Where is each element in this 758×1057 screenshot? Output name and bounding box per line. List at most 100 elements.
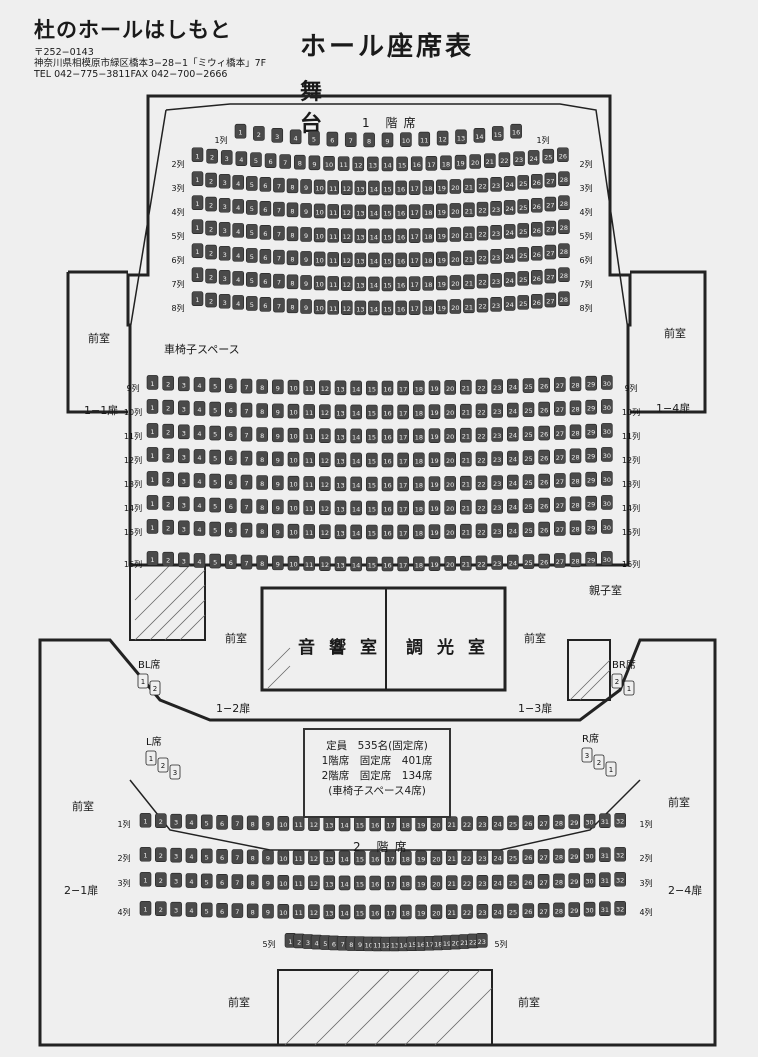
f1-row6-seat xyxy=(422,252,435,267)
f1-row7-seat-number: 4 xyxy=(236,276,240,284)
f2-row3-seat-number: 20 xyxy=(432,880,440,888)
f1-row14-seat xyxy=(303,500,315,515)
f2-row3-seat xyxy=(445,875,458,890)
f1-row2-seat xyxy=(279,154,291,169)
f1-row16-seat xyxy=(522,554,535,569)
f1-row16-seat xyxy=(538,553,550,569)
f1-row15-seat xyxy=(397,524,409,540)
f2-row2-seat xyxy=(614,846,626,862)
f1-row8-seat xyxy=(218,293,231,309)
f1-row7-seat-number: 27 xyxy=(546,274,554,282)
f2-row3-seat-number: 21 xyxy=(448,880,456,888)
f1-row5-seat xyxy=(517,223,530,238)
f1-row2-seat xyxy=(323,155,335,171)
f1-row3-seat-number: 26 xyxy=(533,179,541,187)
f1-row6-seat-number: 1 xyxy=(195,248,199,256)
f1-row6-seat xyxy=(517,247,530,262)
f1-row13-seat-number: 6 xyxy=(229,479,233,487)
f1-row14-seat xyxy=(350,500,362,516)
f1-row13-seat-number: 5 xyxy=(213,479,217,487)
f1-row10-seat-number: 25 xyxy=(524,407,532,415)
f1-row-label-left: 12列 xyxy=(124,455,142,465)
f1-row15-seat-number: 18 xyxy=(415,529,423,537)
f2-row4-seat xyxy=(338,904,351,920)
f1-row10-seat-number: 21 xyxy=(462,409,470,417)
f2-row3-seat-number: 7 xyxy=(235,879,239,887)
f1-row3-seat xyxy=(327,180,340,195)
f1-row14-seat xyxy=(178,496,190,512)
f2-row1-seat xyxy=(461,816,473,831)
wheelchair-space-label: 車椅子スペース xyxy=(164,343,240,356)
f1-row4-seat xyxy=(286,202,299,218)
f1-row14-seat xyxy=(585,495,597,511)
f1-row9-seat xyxy=(146,375,159,390)
f2-row4-seat-number: 4 xyxy=(189,907,193,915)
f1-row12-seat xyxy=(366,452,378,468)
f1-row8-seat-number: 9 xyxy=(304,304,308,312)
f1-row14-seat xyxy=(381,500,394,516)
f1-row15-seat-number: 6 xyxy=(229,527,233,535)
f1-row3-seat-number: 6 xyxy=(263,182,267,190)
f1-row5-seat xyxy=(476,225,489,241)
f1-row15-seat-number: 15 xyxy=(368,529,376,537)
f1-row7-seat-number: 1 xyxy=(195,272,199,280)
f1-row11-seat xyxy=(475,427,488,443)
hatching xyxy=(134,564,611,1046)
f1-row10-seat xyxy=(538,401,550,417)
f1-row5-seat-number: 16 xyxy=(397,233,405,241)
f1-row-label-left: 6列 xyxy=(171,255,184,265)
f1-row12-seat xyxy=(601,447,613,462)
f1-row3-seat-number: 2 xyxy=(209,178,213,186)
f1-row4-seat-number: 10 xyxy=(316,208,324,216)
f1-row14-seat-number: 13 xyxy=(336,505,344,513)
f1-row3-seat-number: 19 xyxy=(438,184,446,192)
f2-row2-seat xyxy=(200,848,213,864)
f1-row-label-right: 7列 xyxy=(579,279,592,289)
f2-row4-seat xyxy=(323,904,336,920)
f2-row4-seat xyxy=(507,903,519,919)
f1-row7-seat xyxy=(313,275,326,291)
f1-row14-seat-number: 15 xyxy=(368,505,376,513)
f2-row3-seat xyxy=(185,873,198,888)
f1-row13-seat-number: 11 xyxy=(305,481,313,489)
f1-row2-seat-number: 23 xyxy=(515,156,523,164)
f1-row12-seat-number: 18 xyxy=(415,457,423,465)
f1-row16-seat-number: 29 xyxy=(587,557,595,565)
f1-row3-seat xyxy=(558,171,570,187)
f1-row4-seat-number: 21 xyxy=(465,207,473,215)
f1-row15-seat xyxy=(178,520,190,536)
f2-row3-seat xyxy=(599,872,611,888)
f1-row2-seat-number: 1 xyxy=(195,152,199,160)
f1-row13-seat-number: 26 xyxy=(540,479,548,487)
f2-row4-seat xyxy=(599,901,611,917)
f1-row8-seat-number: 18 xyxy=(424,305,432,313)
f1-row3-seat xyxy=(191,171,204,187)
f1-row2-seat xyxy=(367,156,379,172)
f1-row6-seat xyxy=(449,251,462,266)
f2-row4-seat-number: 11 xyxy=(294,909,302,917)
f2-row1-seat-number: 16 xyxy=(371,821,379,829)
f2-row5-seat-number: 12 xyxy=(382,942,390,950)
capacity-box: 定員 535名(固定席) 1階席 固定席 401席 2階席 固定席 134席 (… xyxy=(303,728,451,818)
box-seat-number: 1 xyxy=(609,766,613,774)
f1-row7-seat xyxy=(558,267,570,283)
f1-row9-seat xyxy=(397,380,409,396)
f1-row9-seat-number: 4 xyxy=(197,382,201,390)
f2-row1-seat-number: 6 xyxy=(220,820,224,828)
f2-row5-seat-number: 10 xyxy=(365,941,373,949)
f1-row4-seat-number: 5 xyxy=(250,205,254,213)
f1-row5-seat-number: 2 xyxy=(209,226,213,234)
f1-row3-seat xyxy=(368,180,380,196)
f1-row14-seat-number: 10 xyxy=(289,505,297,513)
f1-row3-seat xyxy=(205,172,217,188)
f1-row13-seat-number: 10 xyxy=(289,481,297,489)
f1-row10-seat xyxy=(319,404,331,419)
f1-row9-seat-number: 1 xyxy=(150,380,154,388)
floor1-label: 1 階席 xyxy=(362,116,422,130)
f1-row6-seat-number: 24 xyxy=(506,253,514,261)
f2-row3-seat-number: 11 xyxy=(294,880,302,888)
f1-row1-seat xyxy=(400,132,412,147)
f1-row2-seat-number: 18 xyxy=(442,160,450,168)
f1-row11-seat-number: 28 xyxy=(571,429,579,437)
f1-row13-seat xyxy=(491,475,503,490)
